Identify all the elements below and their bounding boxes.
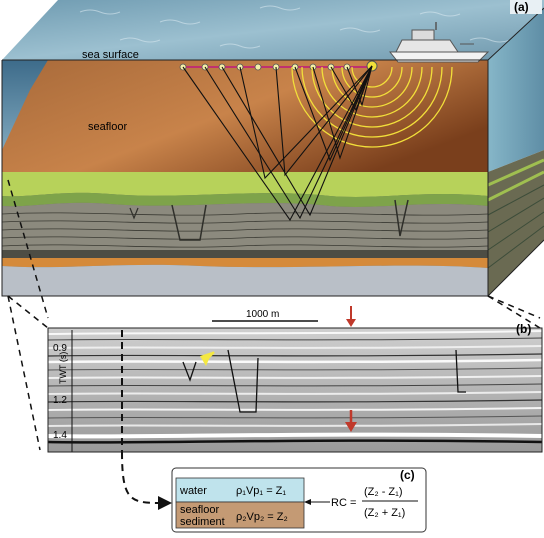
buried-channel-1 [171, 204, 207, 241]
red-arrow-bottom [345, 410, 357, 432]
sediment-label-2: sediment [180, 516, 225, 528]
green-layer-top [2, 172, 488, 197]
seismic-channels [182, 349, 466, 413]
water-equation: ρ₁Vp₁ = Z₁ [236, 485, 286, 497]
green-layer-2 [2, 192, 488, 207]
sediment-equation: ρ₂Vp₂ = Z₂ [236, 511, 288, 523]
yellow-arrow [200, 351, 215, 366]
projection-lines [7, 179, 541, 451]
panel-a-tag-box [510, 0, 542, 14]
panel-b-seismic-profile: 0.9 1.2 1.4 TWT (s) 1000 m (b) [47, 306, 543, 453]
seismic-reflectors [47, 330, 543, 444]
sea-surface-label: sea surface [82, 49, 139, 61]
wavefronts [291, 66, 453, 148]
red-arrow-top [346, 306, 356, 327]
twt-axis-label: TWT (s) [58, 352, 68, 384]
right-side-water [488, 8, 544, 172]
scale-bar-label: 1000 m [246, 309, 279, 320]
orange-layer [2, 258, 488, 268]
connector-arrowhead [158, 496, 172, 510]
right-side-strata [488, 150, 544, 296]
rc-prefix: RC = [331, 497, 356, 509]
basement [2, 264, 488, 296]
tick-09: 0.9 [53, 343, 67, 354]
buried-channel-2 [394, 199, 409, 237]
tick-12: 1.2 [53, 395, 67, 406]
panel-b-tag: (b) [516, 322, 531, 336]
wave-texture [79, 5, 511, 49]
sediment-label-1: seafloor [180, 504, 219, 516]
panel-c-reflection-coefficient: water ρ₁Vp₁ = Z₁ seafloor sediment ρ₂Vp₂… [171, 467, 427, 533]
tick-14: 1.4 [53, 430, 67, 441]
right-side-strata-lines [487, 158, 544, 202]
seafloor-label: seafloor [88, 121, 127, 133]
water-label: water [179, 485, 207, 497]
panel-a-tag: (a) [514, 0, 529, 14]
ray-paths [182, 65, 373, 222]
buried-channel-3 [129, 207, 139, 220]
rc-numerator: (Z₂ - Z₁) [364, 486, 403, 498]
rc-denominator: (Z₂ + Z₁) [364, 507, 405, 519]
grey-strata-band [2, 202, 488, 250]
panel-a-block-diagram: sea surface seafloor (a) [1, 0, 544, 297]
dark-strata [2, 250, 488, 258]
sediment-box [175, 501, 305, 529]
connector-arrow [121, 451, 161, 504]
strata-lines [1, 212, 489, 248]
panel-c-tag: (c) [400, 468, 415, 482]
